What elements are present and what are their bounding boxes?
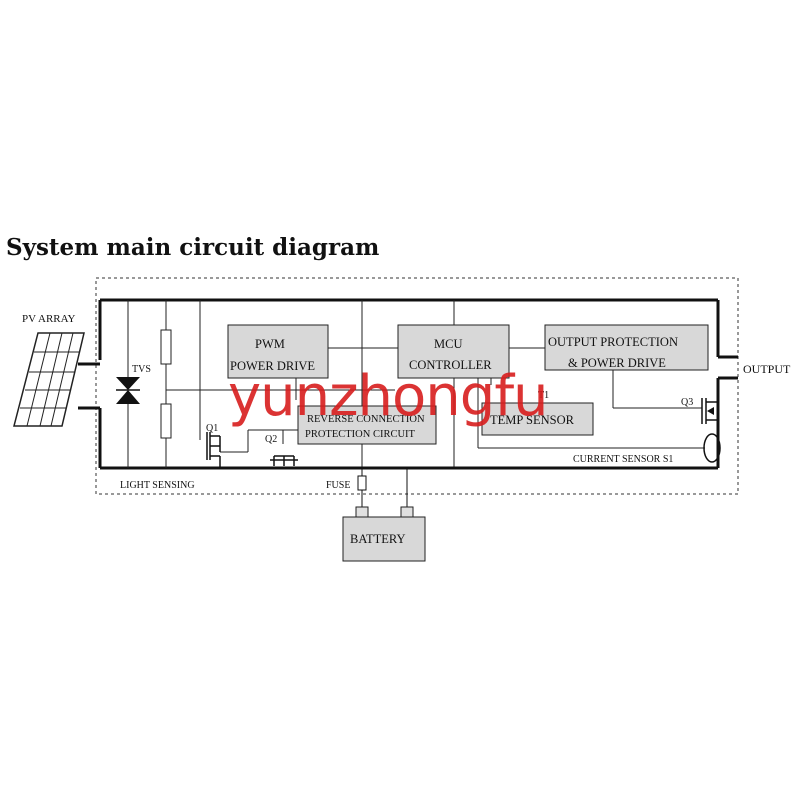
watermark-text: yunzhongfu <box>228 364 549 429</box>
mcu-label-1: MCU <box>434 337 462 351</box>
resistor-top <box>160 329 172 365</box>
temp-sensor-block <box>481 402 594 436</box>
battery-terminal-left <box>355 506 369 518</box>
pwm-block <box>227 324 329 379</box>
temp-sensor-label: TEMP SENSOR <box>490 413 575 427</box>
fuse-icon <box>357 475 367 491</box>
reverse-protection-label-1: REVERSE CONNECTION <box>307 414 425 425</box>
pv-array-label: PV ARRAY <box>22 313 76 325</box>
q3-transistor-icon <box>701 398 718 424</box>
battery-block <box>342 516 426 562</box>
output-protection-label-1: OUTPUT PROTECTION <box>548 335 678 349</box>
tvs-label: TVS <box>132 364 151 375</box>
output-protection-block <box>544 324 709 371</box>
q1-transistor-icon <box>206 432 221 468</box>
current-sensor-label: CURRENT SENSOR S1 <box>573 454 673 465</box>
resistor-bottom <box>160 403 172 439</box>
battery-label: BATTERY <box>350 532 406 546</box>
pwm-label-2: POWER DRIVE <box>230 359 315 373</box>
q2-label: Q2 <box>265 434 277 445</box>
output-protection-label-2: & POWER DRIVE <box>568 356 666 370</box>
q1-label: Q1 <box>206 423 218 434</box>
mcu-label-2: CONTROLLER <box>409 358 492 372</box>
reverse-protection-block <box>297 405 437 445</box>
output-label: OUTPUT <box>743 362 791 376</box>
mcu-block <box>397 324 510 379</box>
current-sensor-coil-icon <box>703 433 721 463</box>
page-title: System main circuit diagram <box>6 234 380 261</box>
q3-label: Q3 <box>681 397 693 408</box>
system-boundary <box>95 277 739 495</box>
t1-label: T1 <box>538 390 549 401</box>
battery-terminal-right <box>400 506 414 518</box>
pwm-label-1: PWM <box>255 337 285 351</box>
light-sensing-label: LIGHT SENSING <box>120 480 195 491</box>
fuse-label: FUSE <box>326 480 350 491</box>
reverse-protection-label-2: PROTECTION CIRCUIT <box>305 429 416 440</box>
q2-transistor-icon <box>270 455 298 470</box>
tvs-diode-icon <box>116 377 140 404</box>
pv-array-icon <box>13 332 85 427</box>
